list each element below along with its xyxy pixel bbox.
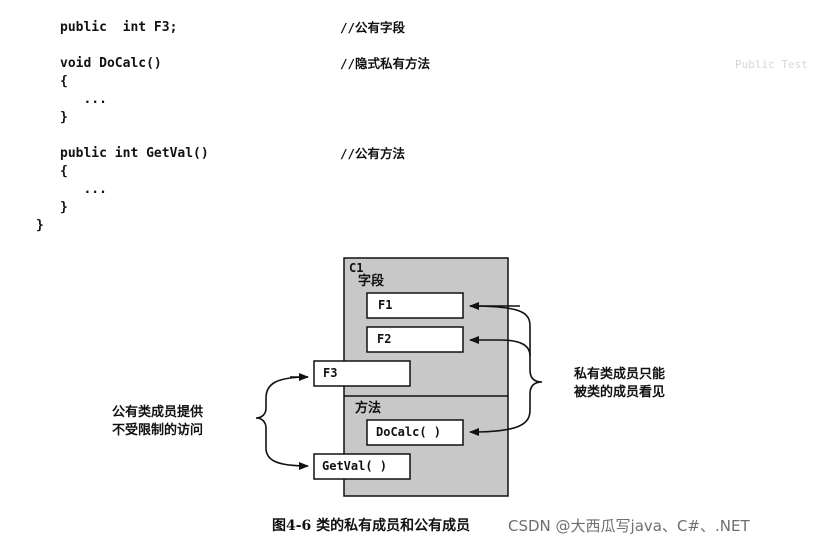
field-f1-label: F1: [378, 298, 393, 312]
fields-section-label: 字段: [358, 274, 385, 289]
code-line-ellipsis-2: ...: [60, 182, 107, 197]
method-docalc-label: DoCalc( ): [376, 425, 442, 439]
code-line-brace-open-2: {: [60, 164, 68, 179]
method-docalc-box: [366, 419, 464, 446]
code-line-class-close: }: [36, 218, 44, 233]
code-line-brace-close-1: }: [60, 110, 68, 125]
code-line-getval: public int GetVal(): [60, 146, 209, 161]
right-brace-mid-arrow: [470, 340, 531, 357]
comment-public-field: //公有字段: [340, 20, 406, 35]
csdn-watermark: CSDN @大西瓜写java、C#、.NET: [508, 517, 750, 535]
code-line-ellipsis-1: ...: [60, 92, 107, 107]
comment-public-method: //公有方法: [340, 146, 406, 161]
public-members-note-line1: 公有类成员提供: [112, 405, 204, 420]
private-members-note-line2: 被类的成员看见: [574, 385, 666, 400]
private-members-note-line1: 私有类成员只能: [574, 367, 666, 382]
right-brace: [469, 305, 543, 436]
left-brace: [255, 376, 309, 470]
field-f2-label: F2: [377, 332, 392, 346]
code-line-brace-open-1: {: [60, 74, 68, 89]
faded-background-text: Public Test: [735, 58, 808, 71]
code-line-f3: public int F3;: [60, 20, 178, 35]
code-line-brace-close-2: }: [60, 200, 68, 215]
class-name-label: C1: [349, 261, 364, 275]
field-f3-box: [313, 360, 411, 387]
methods-section-label: 方法: [355, 401, 382, 416]
figure-caption: 图4-6 类的私有成员和公有成员: [272, 518, 471, 534]
public-members-note-line2: 不受限制的访问: [112, 423, 204, 438]
field-f3-label: F3: [323, 366, 338, 380]
field-f2-box: [366, 326, 464, 353]
code-line-docalc: void DoCalc(): [60, 56, 162, 71]
method-getval-box: [313, 453, 411, 480]
field-f1-box: [366, 292, 464, 319]
method-getval-label: GetVal( ): [322, 459, 388, 473]
comment-hidden-private-method: //隐式私有方法: [340, 56, 431, 71]
